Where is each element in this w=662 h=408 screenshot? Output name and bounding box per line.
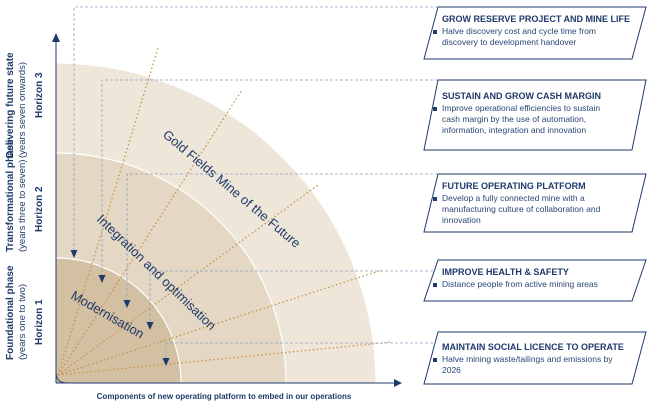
connector-arrow-3 (123, 300, 131, 308)
outcome-5-line-2: 2026 (442, 365, 461, 375)
outer-band-edge (55, 62, 377, 384)
outcome-2-line-3: information, integration and innovation (442, 125, 587, 135)
outcome-3-line-3: innovation (442, 215, 481, 225)
outcome-1-line-2: discovery to development handover (442, 37, 577, 47)
outcome-box-1: GROW RESERVE PROJECT AND MINE LIFE Halve… (424, 9, 646, 59)
y-axis-arrow (52, 33, 60, 42)
outcome-1-line-1: Halve discovery cost and cycle time from (442, 26, 596, 36)
outcome-desc-3: Develop a fully connected mine with a ma… (442, 193, 642, 226)
phase-title-1: Foundational phase (5, 265, 16, 360)
horizon-1: Horizon 1 (34, 299, 45, 345)
outcome-bullet-3 (433, 197, 437, 201)
connector-arrows (70, 250, 170, 366)
outcome-shape-1 (423, 6, 647, 60)
axes (52, 33, 402, 387)
rays (57, 47, 393, 376)
ray-1 (57, 47, 159, 376)
outcome-bullet-4 (433, 283, 437, 287)
connector-arrow-1 (70, 250, 78, 258)
connector-arrow-5 (162, 358, 170, 366)
connector-4 (149, 270, 438, 322)
outcome-desc-4: Distance people from active mining areas (442, 279, 642, 290)
outcome-box-5: MAINTAIN SOCIAL LICENCE TO OPERATE Halve… (424, 337, 646, 387)
outcome-shape-4 (423, 259, 647, 302)
phase-label-1: Foundational phase (years one to two) (5, 266, 29, 360)
horizon-label-2: Horizon 2 (32, 186, 46, 232)
phase-years-1: (years one to two) (17, 283, 28, 360)
horizon-3: Horizon 3 (34, 72, 45, 118)
connector-arrow-4 (146, 322, 154, 330)
x-axis-arrow (394, 379, 402, 387)
outcome-title-1: GROW RESERVE PROJECT AND MINE LIFE (442, 14, 631, 24)
outcome-title-5: MAINTAIN SOCIAL LICENCE TO OPERATE (442, 342, 624, 352)
x-axis-label: Components of new operating platform to … (96, 392, 352, 401)
horizon-label-3: Horizon 3 (32, 72, 46, 118)
outcome-desc-2: Improve operational efficiencies to sust… (442, 103, 642, 136)
outcome-bullet-2 (433, 107, 437, 111)
connector-5 (165, 342, 438, 358)
outcome-3-line-1: Develop a fully connected mine with a (442, 193, 585, 203)
outcome-title-3: FUTURE OPERATING PLATFORM (442, 181, 586, 191)
ray-3 (57, 184, 319, 376)
ray-2 (57, 89, 243, 376)
phase-years-3: (years seven onwards) (17, 61, 28, 158)
horizon-label-1: Horizon 1 (32, 299, 46, 345)
origin-corner (55, 371, 68, 384)
outcome-desc-1: Halve discovery cost and cycle time from… (442, 26, 642, 48)
middle-band-edge (55, 152, 287, 384)
horizon-2: Horizon 2 (34, 186, 45, 232)
phase-label-3: Delivering future state (years seven onw… (5, 52, 29, 158)
phase-title-3: Delivering future state (5, 52, 16, 158)
inner-band-edge (55, 257, 182, 384)
outcome-box-3: FUTURE OPERATING PLATFORM Develop a full… (424, 176, 646, 226)
outcome-shape-2 (423, 79, 647, 151)
outcome-bullet-5 (433, 358, 437, 362)
outcome-bullet-1 (433, 30, 437, 34)
outcome-2-line-2: cash margin by the use of automation, (442, 114, 587, 124)
outcome-4-line-1: Distance people from active mining areas (442, 279, 598, 289)
outcome-shapes (423, 6, 647, 385)
connector-2 (101, 79, 438, 275)
inner-band (56, 258, 181, 383)
outcome-box-4: IMPROVE HEALTH & SAFETY Distance people … (424, 262, 646, 312)
outcome-2-line-1: Improve operational efficiencies to sust… (442, 103, 601, 113)
connector-1 (73, 6, 438, 250)
outcome-3-line-2: manufacturing culture of collaboration a… (442, 204, 601, 214)
outcome-desc-5: Halve mining waste/tailings and emission… (442, 354, 642, 376)
outcome-box-2: SUSTAIN AND GROW CASH MARGIN Improve ope… (424, 86, 646, 136)
outcome-5-line-1: Halve mining waste/tailings and emission… (442, 354, 613, 364)
ray-4 (57, 269, 383, 376)
outcome-title-2: SUSTAIN AND GROW CASH MARGIN (442, 91, 601, 101)
outcome-title-4: IMPROVE HEALTH & SAFETY (442, 267, 569, 277)
outcome-shape-5 (423, 331, 647, 385)
connector-3 (126, 173, 438, 300)
connectors (73, 6, 438, 358)
outcome-shape-3 (423, 173, 647, 233)
connector-arrow-2 (98, 275, 106, 283)
